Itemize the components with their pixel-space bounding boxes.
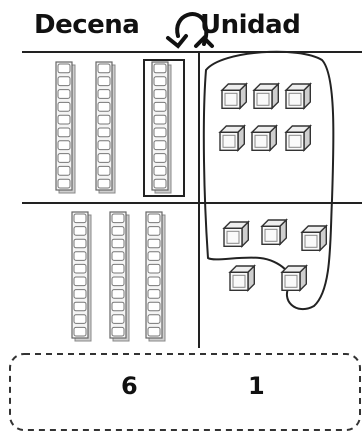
ten-rod	[72, 212, 91, 341]
unit-cubes-bottom	[224, 220, 326, 290]
ten-rod	[152, 62, 171, 193]
ten-rod	[56, 62, 75, 193]
unit-cube	[230, 266, 254, 290]
units-result-digit: 1	[248, 372, 265, 400]
tens-label: Decena	[34, 10, 139, 40]
ten-rod	[110, 212, 129, 341]
tens-rods-bottom	[72, 212, 165, 341]
tens-rods-top	[56, 62, 171, 193]
ten-rod	[146, 212, 165, 341]
units-label: Unidad	[200, 10, 300, 40]
unit-cube	[286, 126, 310, 150]
ten-rod	[96, 62, 115, 193]
unit-cube	[224, 222, 248, 246]
unit-cube	[302, 226, 326, 250]
unit-cube	[222, 84, 246, 108]
unit-cube	[262, 220, 286, 244]
tens-result-digit: 6	[121, 372, 138, 400]
unit-cube	[252, 126, 276, 150]
unit-cube	[254, 84, 278, 108]
answer-box	[10, 354, 360, 430]
unit-cube	[282, 266, 306, 290]
unit-cubes-top	[220, 84, 310, 150]
unit-cube	[220, 126, 244, 150]
unit-cube	[286, 84, 310, 108]
